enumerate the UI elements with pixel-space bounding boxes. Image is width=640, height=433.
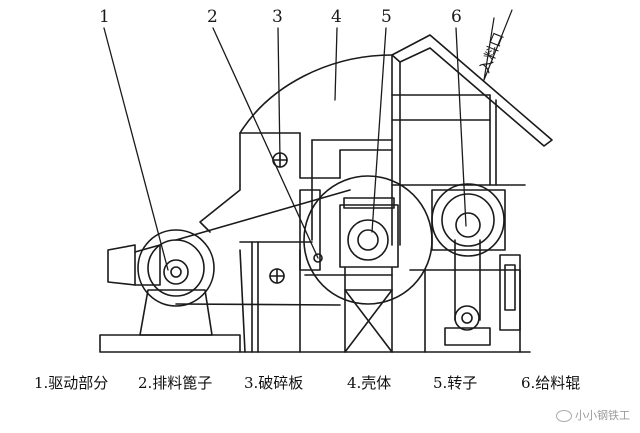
bolt-hole-3 xyxy=(272,152,288,168)
watermark-text: 小小钢铁工 xyxy=(575,409,630,422)
inlet-label: 入料口 xyxy=(477,31,508,76)
callout-4: 4 xyxy=(331,7,342,27)
weibo-icon xyxy=(556,410,572,422)
callout-3: 3 xyxy=(272,7,283,27)
rotor xyxy=(303,175,433,353)
callout-1: 1 xyxy=(99,7,110,27)
callout-5: 5 xyxy=(381,7,392,27)
legend-item-2: 2.排料篦子 xyxy=(138,374,213,392)
legend-item-5: 5.转子 xyxy=(433,374,478,392)
watermark: 小小钢铁工 xyxy=(556,407,630,423)
legend-item-1: 1.驱动部分 xyxy=(34,374,109,392)
callout-6: 6 xyxy=(451,7,462,27)
callout-2: 2 xyxy=(207,7,218,27)
legend-item-3: 3.破碎板 xyxy=(244,374,304,392)
legend-item-6: 6.给料辊 xyxy=(521,374,581,392)
base-frame xyxy=(239,241,531,353)
discharge-grate xyxy=(239,189,393,353)
inlet-arrow xyxy=(483,9,513,81)
feed-roller xyxy=(431,183,521,346)
housing xyxy=(199,34,553,246)
drive-unit xyxy=(99,189,351,353)
legend-item-4: 4.壳体 xyxy=(347,374,392,392)
